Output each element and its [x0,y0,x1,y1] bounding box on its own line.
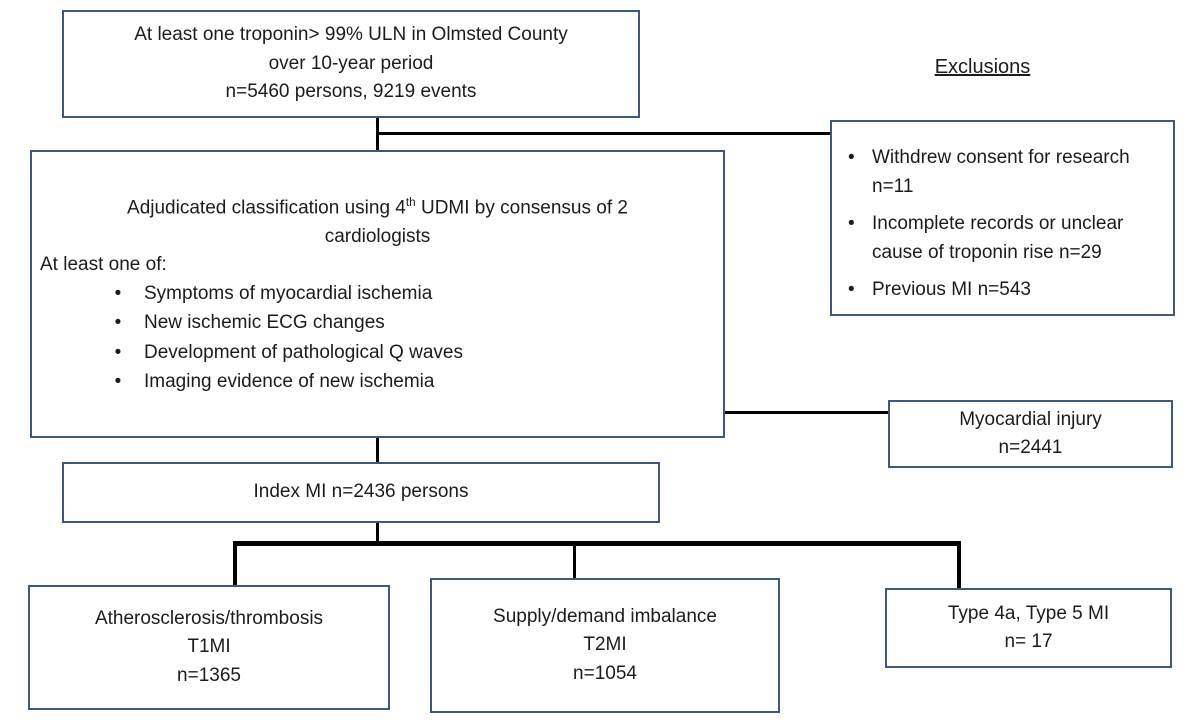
t2mi-box: Supply/demand imbalance T2MI n=1054 [430,578,780,713]
criteria-item-text: Symptoms of myocardial ischemia [144,282,433,304]
exclusion-item-text: Withdrew consent for research n=11 [872,147,1130,197]
adjudication-title-post: UDMI by consensus of 2 [415,197,628,219]
bullet-icon [92,368,144,397]
exclusions-heading: Exclusions [934,56,1031,78]
criteria-item: Development of pathological Q waves [92,339,723,368]
index-mi-box: Index MI n=2436 persons [62,462,660,523]
criteria-item-text: Imaging evidence of new ischemia [144,371,435,393]
t1mi-count: n=1365 [177,664,241,686]
myocardial-injury-label: Myocardial injury [959,408,1102,430]
cohort-line-3: n=5460 persons, 9219 events [225,81,477,103]
cohort-line-1: At least one troponin> 99% ULN in Olmste… [134,24,568,46]
t1mi-box: Atherosclerosis/thrombosis T1MI n=1365 [28,585,390,710]
criteria-item-text: New ischemic ECG changes [144,312,385,334]
exclusion-item: Withdrew consent for research n=11 [848,144,1163,201]
type4a-type5-count: n= 17 [1004,631,1053,652]
t1mi-type: T1MI [187,636,231,658]
adjudication-title-pre: Adjudicated classification using 4 [127,197,406,219]
exclusions-box: Withdrew consent for research n=11 Incom… [830,120,1175,316]
adjudication-subheading: At least one of: [40,254,167,276]
bullet-icon [92,339,144,368]
connector-to-myocardial-injury [724,411,889,414]
cohort-box: At least one troponin> 99% ULN in Olmste… [62,10,640,118]
type4a-type5-label: Type 4a, Type 5 MI [947,602,1110,624]
adjudication-title: Adjudicated classification using 4th UDM… [32,194,723,223]
connector-top-to-adjudication [376,118,379,152]
bullet-icon [848,210,872,239]
t1mi-label: Atherosclerosis/thrombosis [94,607,324,629]
adjudication-title-line2: cardiologists [324,225,431,247]
criteria-item-text: Development of pathological Q waves [144,341,463,363]
bullet-icon [848,276,872,305]
bullet-icon [92,280,144,309]
connector-branch-type4a5 [957,541,961,589]
exclusion-item: Previous MI n=543 [848,276,1163,305]
criteria-list: Symptoms of myocardial ischemia New isch… [32,280,723,397]
t2mi-count: n=1054 [573,662,637,684]
exclusion-item-text: Previous MI n=543 [872,279,1031,300]
connector-adjudication-to-index-mi [376,437,379,463]
bullet-icon [848,144,872,173]
adjudication-box: Adjudicated classification using 4th UDM… [30,150,725,438]
connector-branch-t1mi [233,541,237,586]
adjudication-title-superscript: th [405,196,416,209]
myocardial-injury-count: n=2441 [998,437,1063,458]
connector-branch-horizontal [233,541,961,546]
cohort-line-2: over 10-year period [268,52,434,74]
criteria-item: Symptoms of myocardial ischemia [92,280,723,309]
connector-index-mi-down [376,522,379,545]
bullet-icon [92,309,144,338]
t2mi-type: T2MI [583,634,627,656]
connector-branch-t2mi [573,541,576,579]
myocardial-injury-box: Myocardial injury n=2441 [888,400,1173,468]
criteria-item: Imaging evidence of new ischemia [92,368,723,397]
t2mi-label: Supply/demand imbalance [493,605,717,627]
exclusion-item: Incomplete records or unclear cause of t… [848,210,1163,267]
type4a-type5-box: Type 4a, Type 5 MI n= 17 [885,588,1172,668]
index-mi-label: Index MI n=2436 persons [253,481,469,503]
exclusion-item-text: Incomplete records or unclear cause of t… [872,213,1124,263]
connector-to-exclusions [376,132,831,135]
criteria-item: New ischemic ECG changes [92,309,723,338]
